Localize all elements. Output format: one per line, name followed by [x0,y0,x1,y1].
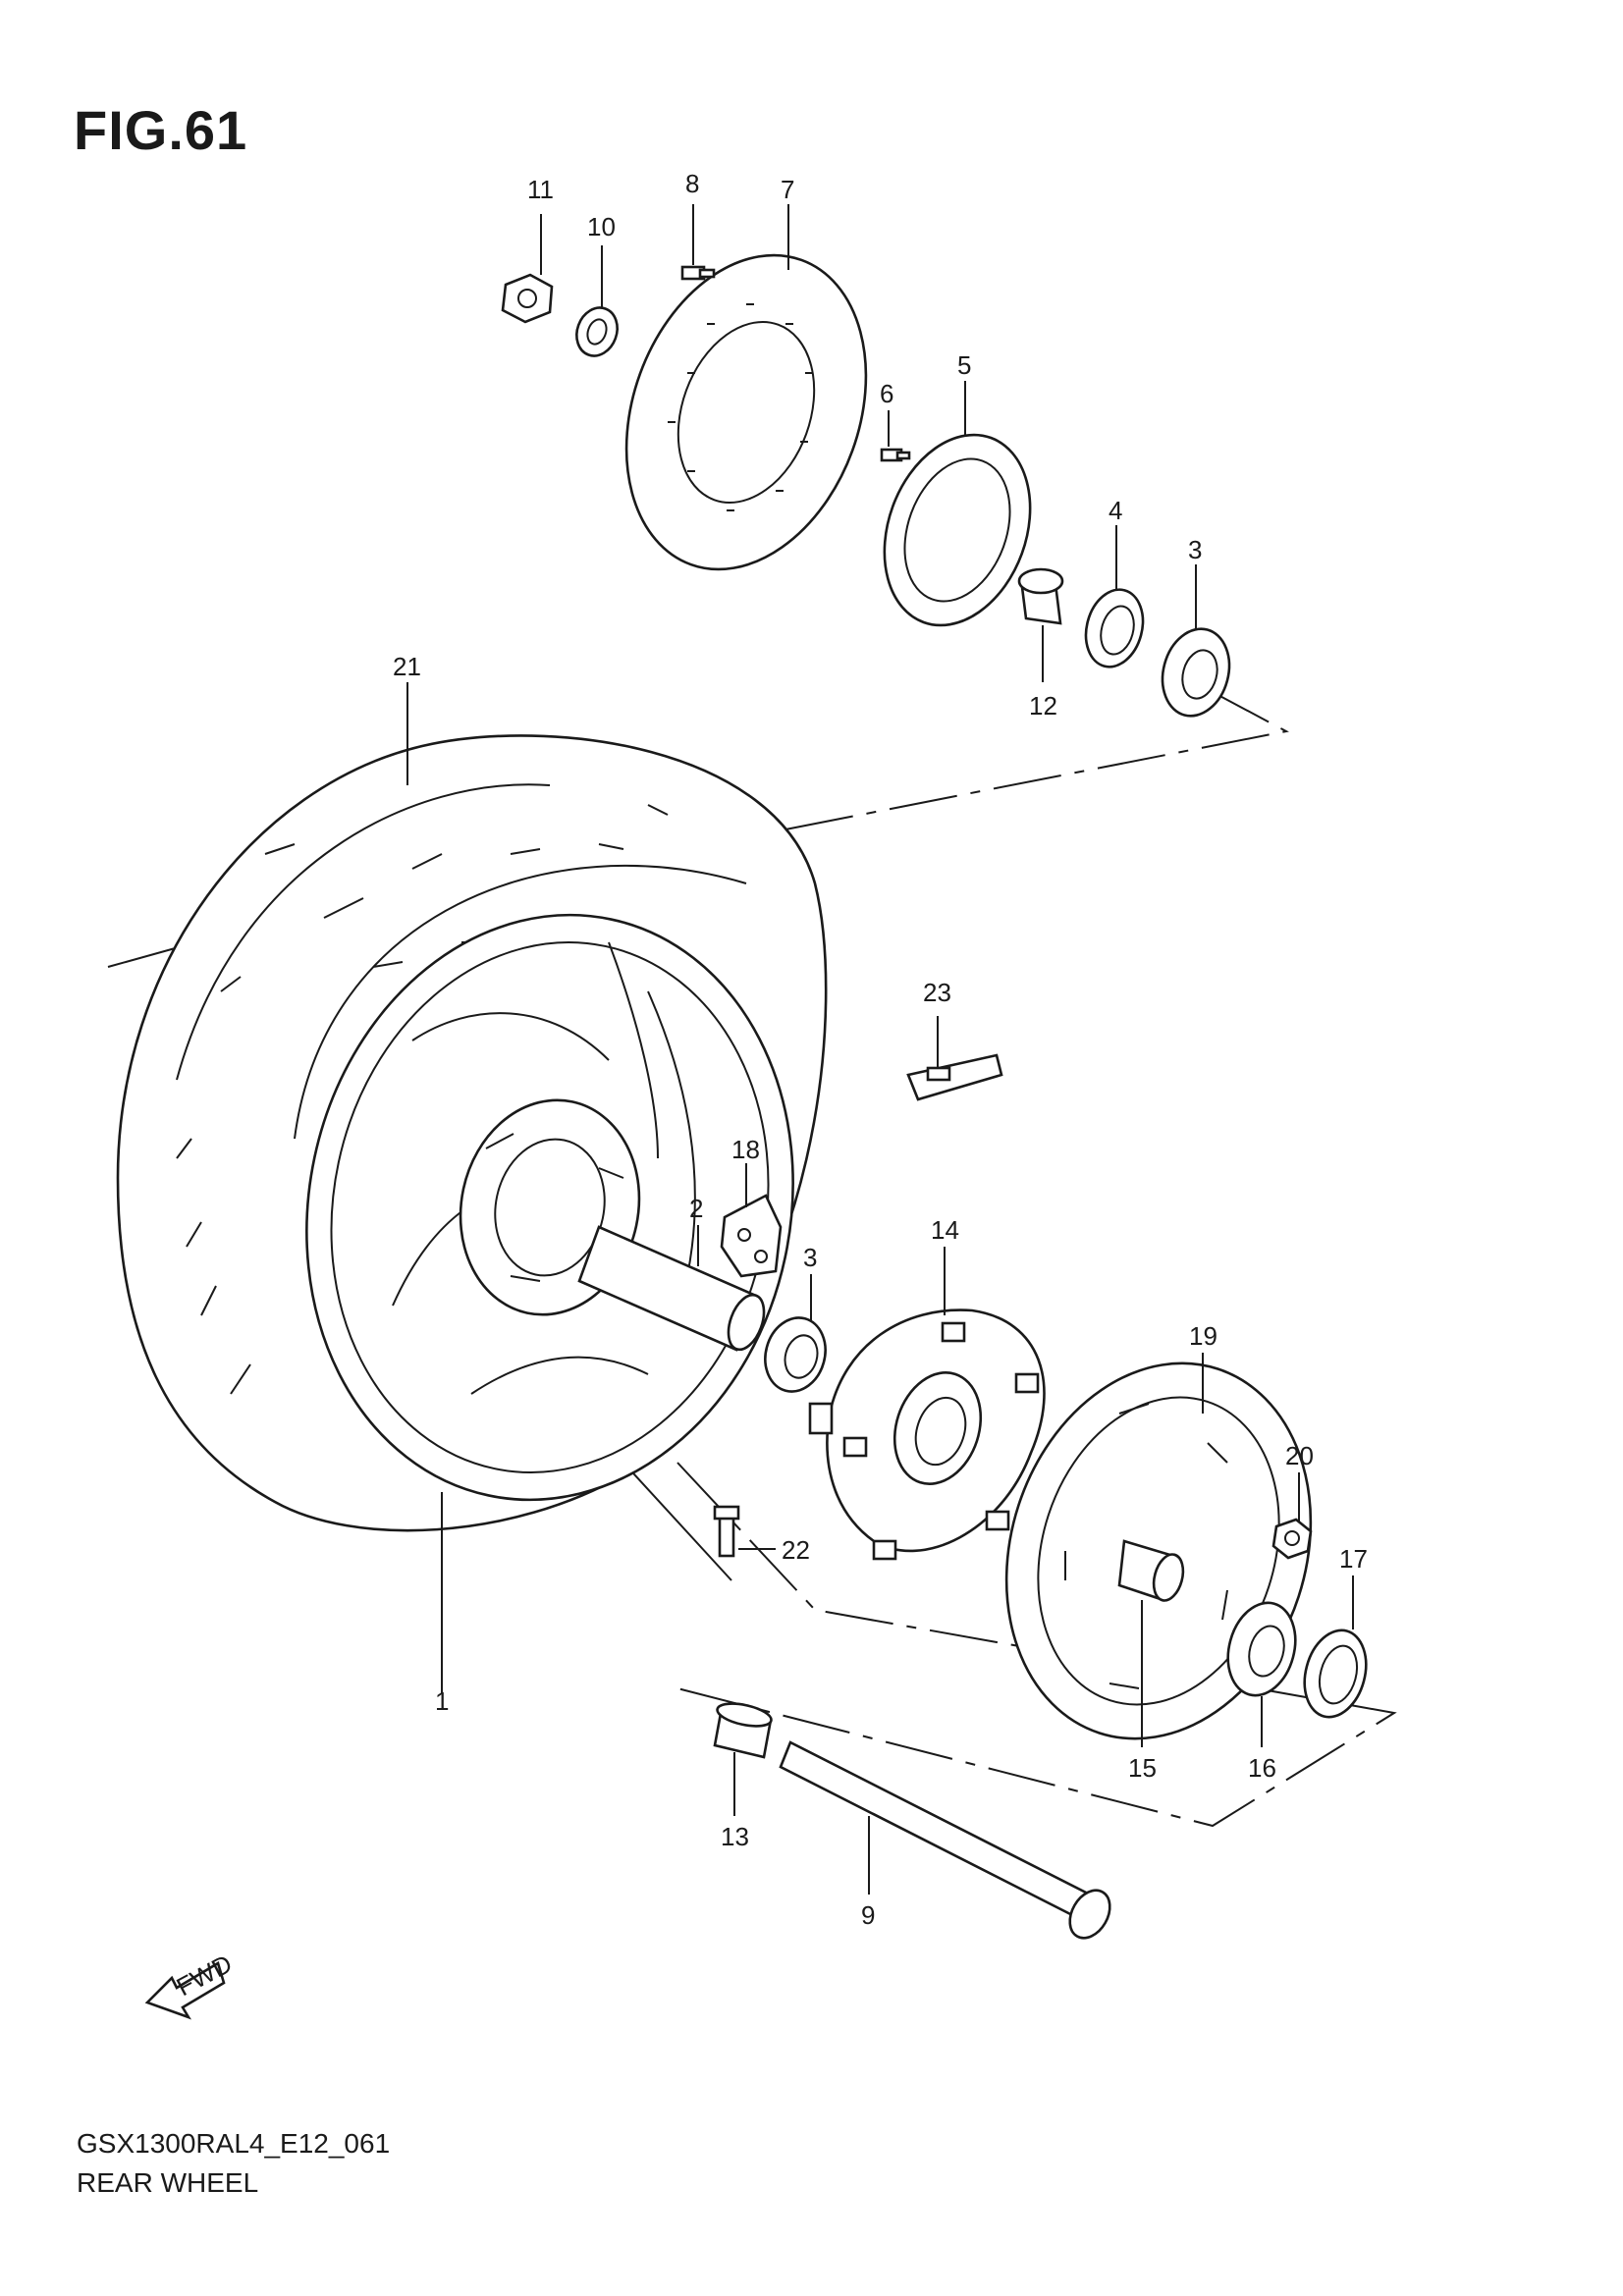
diagram-code: GSX1300RAL4_E12_061 [77,2128,391,2159]
callout-12: 12 [1029,691,1057,721]
callout-2: 2 [689,1194,703,1223]
callout-5: 5 [957,350,971,380]
sprocket-drum [808,1308,1046,1561]
bearing-lower [764,1316,827,1393]
callout-18: 18 [731,1135,760,1164]
sprocket-nut [1271,1518,1313,1560]
callout-22: 22 [782,1535,810,1565]
callout-21: 21 [393,652,421,681]
callout-3-lower: 3 [803,1243,817,1272]
balancer-weight [906,1053,1003,1101]
disc-bolt [680,265,716,281]
callout-19: 19 [1189,1321,1217,1351]
callout-labels: 11 10 8 7 6 5 4 3 12 21 23 18 2 3 14 19 … [393,169,1368,1930]
axle-spacer [713,1702,773,1759]
rear-axle [779,1740,1111,1940]
diagram-name: REAR WHEEL [77,2167,259,2198]
callout-17: 17 [1339,1544,1368,1574]
callout-8: 8 [685,169,699,198]
sensor-rotor [883,433,1032,627]
callout-13: 13 [721,1822,749,1851]
callout-11: 11 [527,175,554,204]
callout-16: 16 [1248,1753,1276,1783]
washer [575,306,619,357]
callout-3-upper: 3 [1188,535,1202,564]
callout-15: 15 [1128,1753,1157,1783]
bearing-upper [1161,627,1231,718]
sprocket-spacer [1117,1539,1185,1602]
axle-nut [501,273,554,324]
callout-9: 9 [861,1900,875,1930]
callout-23: 23 [923,978,951,1007]
cushion [720,1194,783,1278]
oil-seal-4 [1084,588,1145,668]
air-valve [713,1505,740,1558]
spacer-tube [577,1225,766,1352]
callout-1: 1 [435,1686,449,1716]
callout-14: 14 [931,1215,959,1245]
callout-20: 20 [1285,1441,1314,1470]
brake-disc [624,253,868,571]
bearing-sprocket [1226,1601,1297,1697]
callout-10: 10 [587,212,616,241]
leader-lines [406,204,1354,1895]
forward-arrow-icon: FWD [144,1949,237,2020]
sensor-rotor-bolt [880,448,911,462]
collar [1017,567,1064,625]
callout-4: 4 [1109,496,1122,525]
figure-title: FIG.61 [74,99,248,161]
oil-seal-17 [1303,1629,1368,1719]
callout-7: 7 [781,175,794,204]
callout-6: 6 [880,379,893,408]
